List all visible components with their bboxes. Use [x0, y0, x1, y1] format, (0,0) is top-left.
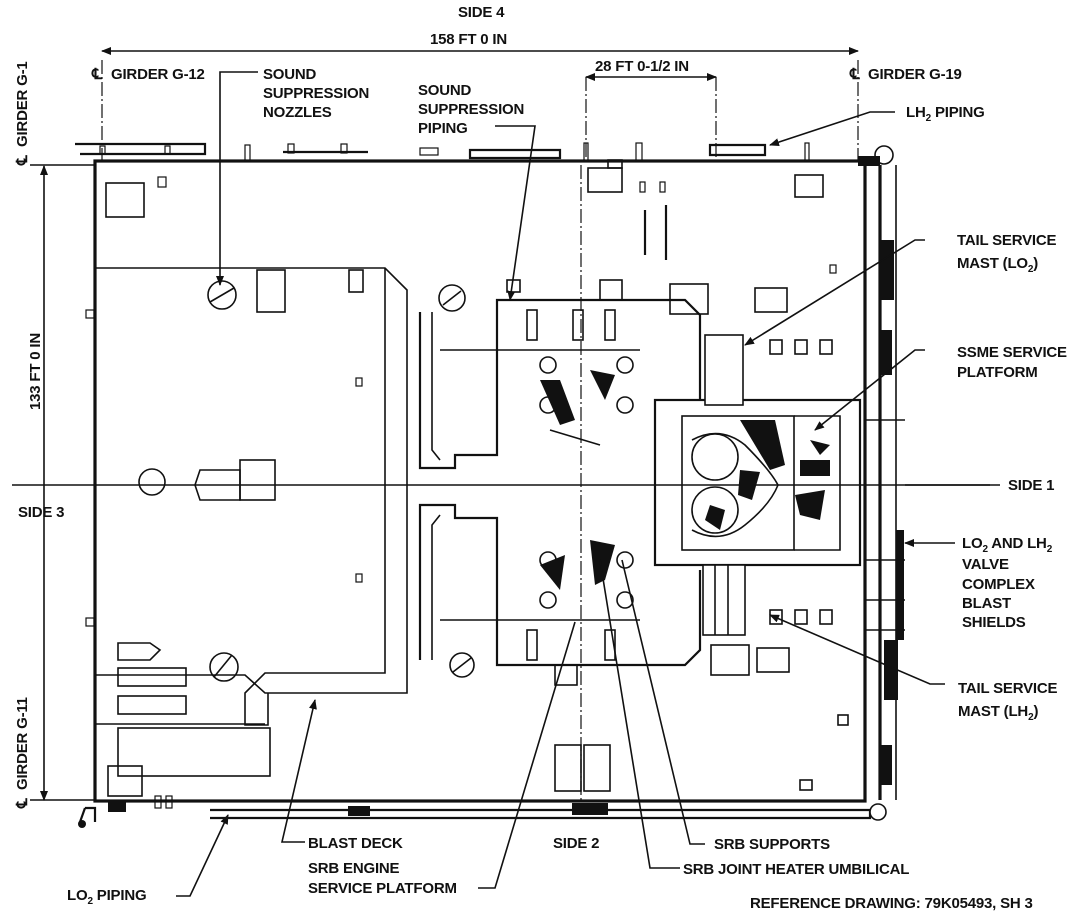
girder-g1-text: GIRDER G-1 — [14, 61, 31, 147]
right-side-structure — [865, 165, 905, 800]
callout-line: SRB ENGINE — [308, 860, 400, 877]
girder-g11-label: ℄ GIRDER G-11 — [14, 697, 31, 809]
callout-tail-service-mast-lo2: TAIL SERVICE MAST (LO2) — [957, 232, 1057, 275]
dimension-center-span — [585, 73, 717, 160]
side3-label: SIDE 3 — [18, 504, 64, 521]
callout-line: SOUND — [263, 66, 317, 83]
callout-line: SERVICE PLATFORM — [308, 880, 457, 897]
callout-valve-complex-blast-shields: LO2 AND LH2 VALVE COMPLEX BLAST SHIELDS — [962, 535, 1053, 631]
callout-line: SHIELDS — [962, 614, 1026, 631]
left-deck-fixtures — [85, 176, 364, 797]
center-span-label: 28 FT 0-1/2 IN — [595, 58, 689, 75]
callout-line: BLAST — [962, 595, 1011, 612]
callout-line: MAST (LO2) — [957, 255, 1038, 275]
callout-srb-engine-service-platform: SRB ENGINE SERVICE PLATFORM — [308, 860, 457, 897]
callout-line: TAIL SERVICE — [958, 680, 1057, 697]
dimension-overall-width — [30, 164, 95, 801]
callout-line: MAST (LH2) — [958, 703, 1038, 723]
callout-lh2-piping: LH2 PIPING — [906, 104, 985, 124]
side4-label: SIDE 4 — [458, 4, 505, 21]
callout-sound-suppression-piping: SOUND SUPPRESSION PIPING — [418, 82, 524, 137]
top-right-fixtures — [587, 159, 849, 791]
callout-tail-service-mast-lh2: TAIL SERVICE MAST (LH2) — [958, 680, 1058, 723]
girder-g12-text: GIRDER G-12 — [111, 66, 205, 83]
top-piping — [75, 142, 894, 166]
centerline-symbol: ℄ — [849, 66, 860, 83]
overall-length-label: 158 FT 0 IN — [430, 31, 507, 48]
blast-deck-outline — [95, 267, 408, 726]
callout-line: SOUND — [418, 82, 472, 99]
callout-line: NOZZLES — [263, 104, 332, 121]
girder-g1-label: ℄ GIRDER G-1 — [14, 61, 31, 166]
girder-g19-label: ℄ GIRDER G-19 — [849, 66, 962, 83]
srb-lower-frame — [418, 503, 750, 792]
reference-drawing-note: REFERENCE DRAWING: 79K05493, SH 3 — [750, 895, 1033, 912]
callout-line: SSME SERVICE — [957, 344, 1067, 361]
callout-line: SUPPRESSION — [418, 101, 524, 118]
side2-label: SIDE 2 — [553, 835, 599, 852]
callout-srb-joint-heater-umbilical: SRB JOINT HEATER UMBILICAL — [683, 861, 909, 878]
ssme-platform-area — [653, 287, 862, 673]
centerline-symbol: ℄ — [14, 798, 31, 809]
callout-line: SUPPRESSION — [263, 85, 369, 102]
callout-line: COMPLEX — [962, 576, 1035, 593]
callout-line: TAIL SERVICE — [957, 232, 1056, 249]
girder-g12-label: ℄ GIRDER G-12 — [91, 66, 205, 83]
callout-line: LO2 AND LH2 — [962, 535, 1053, 555]
overall-width-label: 133 FT 0 IN — [27, 333, 44, 410]
callout-lo2-piping: LO2 PIPING — [67, 887, 146, 907]
centerline-symbol: ℄ — [91, 66, 102, 83]
side1-label: SIDE 1 — [1008, 477, 1054, 494]
centerline-symbol: ℄ — [14, 155, 31, 166]
deck-outline — [93, 159, 867, 803]
girder-g19-text: GIRDER G-19 — [868, 66, 962, 83]
callout-sound-suppression-nozzles: SOUND SUPPRESSION NOZZLES — [263, 66, 369, 121]
girder-g11-text: GIRDER G-11 — [14, 697, 31, 790]
leader-lines — [176, 71, 1000, 897]
callout-srb-supports: SRB SUPPORTS — [714, 836, 830, 853]
callout-line: VALVE — [962, 556, 1009, 573]
srb-upper-frame — [418, 279, 709, 470]
callout-ssme-service-platform: SSME SERVICE PLATFORM — [957, 344, 1067, 381]
callout-line: PLATFORM — [957, 364, 1038, 381]
callout-blast-deck: BLAST DECK — [308, 835, 403, 852]
callout-line: PIPING — [418, 120, 468, 137]
bottom-piping — [78, 795, 887, 828]
